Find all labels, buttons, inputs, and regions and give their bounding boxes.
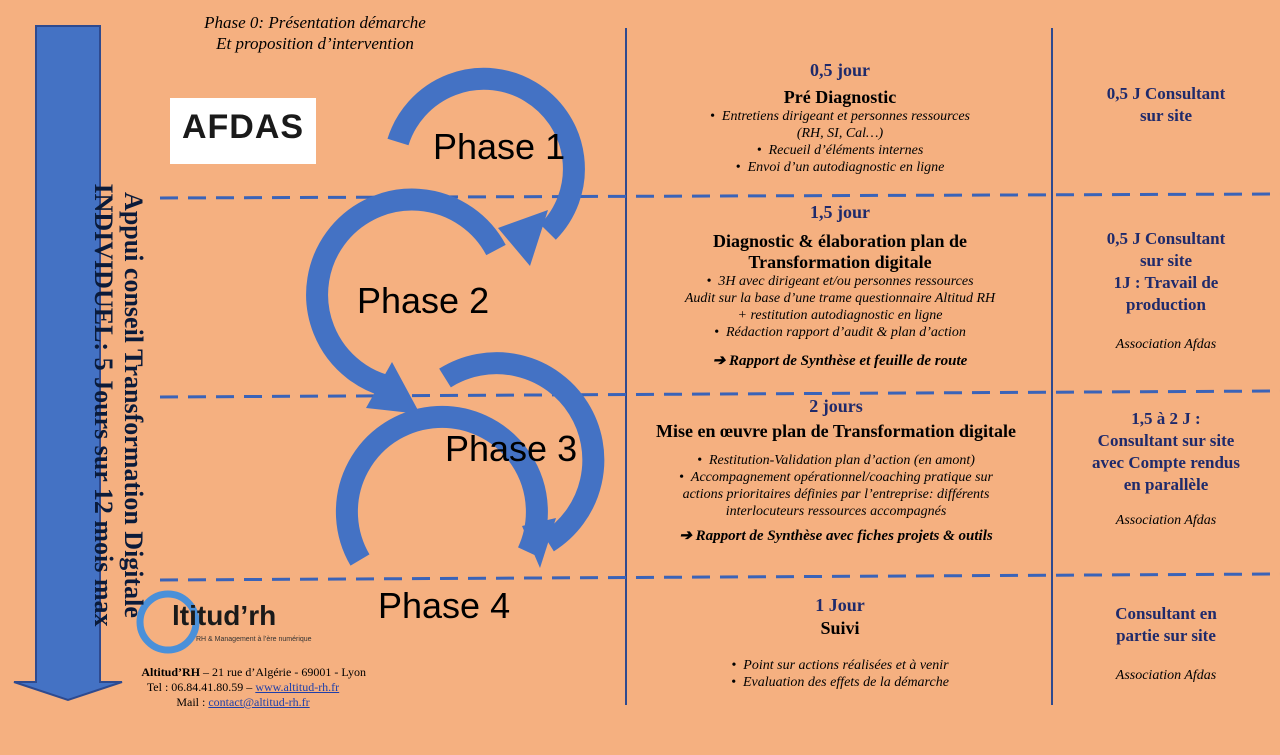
row2-assoc: Association Afdas bbox=[1115, 337, 1217, 352]
flow-arrowheads bbox=[366, 210, 556, 568]
row1-bullet2: • Recueil d’éléments internes bbox=[756, 143, 924, 158]
row3-right-line4: en parallèle bbox=[1123, 475, 1209, 494]
row2-right: 0,5 J Consultant sur site 1J : Travail d… bbox=[1056, 228, 1276, 356]
altitud-logo-text: ltitud’rh bbox=[172, 600, 277, 631]
row3-right-line3: avec Compte rendus bbox=[1092, 453, 1240, 472]
row4-title: Suivi bbox=[820, 618, 860, 638]
row4-right-line2: partie sur site bbox=[1116, 626, 1216, 645]
row2-deliverable: ➔ Rapport de Synthèse et feuille de rout… bbox=[712, 353, 968, 369]
phase-label-4: Phase 4 bbox=[378, 585, 511, 626]
row4-bullet1: • Point sur actions réalisées et à venir bbox=[731, 658, 949, 673]
afdas-logo: AFDAS bbox=[181, 108, 305, 146]
row4-assoc: Association Afdas bbox=[1115, 668, 1217, 683]
row4-center: 1 Jour Suivi • Point sur actions réalisé… bbox=[630, 595, 1050, 691]
row3-bullet1: • Restitution-Validation plan d’action (… bbox=[697, 453, 975, 468]
row3-center: 2 jours Mise en œuvre plan de Transforma… bbox=[626, 396, 1046, 545]
phase-label-2: Phase 2 bbox=[357, 280, 490, 321]
email-link[interactable]: contact@altitud-rh.fr bbox=[208, 695, 310, 709]
row1-duration: 0,5 jour bbox=[810, 60, 870, 80]
row2-bullet2: Audit sur la base d’une trame questionna… bbox=[684, 291, 996, 306]
row1-right-line2: sur site bbox=[1139, 106, 1193, 125]
row1-title: Pré Diagnostic bbox=[783, 87, 897, 107]
row3-right-line1: 1,5 à 2 J : bbox=[1131, 409, 1201, 428]
row2-right-line4: production bbox=[1126, 295, 1206, 314]
row1-right: 0,5 J Consultant sur site bbox=[1056, 83, 1276, 127]
row-separators bbox=[159, 192, 1280, 582]
footer-address-line: Altitud’RH – 21 rue d’Algérie - 69001 - … bbox=[141, 665, 366, 679]
phase0-line2: Et proposition d’intervention bbox=[216, 34, 414, 53]
row3-right-line2: Consultant sur site bbox=[1097, 431, 1235, 450]
side-banner-line2: INDIVIDUEL: 5 Jours sur 12 mois max bbox=[89, 183, 118, 627]
side-banner: Appui conseil Transformation Digitale IN… bbox=[36, 55, 148, 755]
row1-right-line1: 0,5 J Consultant bbox=[1106, 84, 1226, 103]
footer-contact: Altitud’RH – 21 rue d’Algérie - 69001 - … bbox=[60, 665, 366, 710]
website-link[interactable]: www.altitud-rh.fr bbox=[255, 680, 340, 694]
row2-bullet2b: + restitution autodiagnostic en ligne bbox=[737, 308, 943, 323]
row3-duration: 2 jours bbox=[809, 396, 863, 416]
afdas-logo-box bbox=[170, 98, 316, 164]
row2-right-line2: sur site bbox=[1139, 251, 1193, 270]
row3-bullet2: • Accompagnement opérationnel/coaching p… bbox=[678, 470, 993, 485]
row1-center: 0,5 jour Pré Diagnostic • Entretiens dir… bbox=[630, 60, 1050, 176]
altitud-logo-ring bbox=[136, 590, 200, 654]
row2-duration: 1,5 jour bbox=[810, 202, 870, 222]
footer-mail-line: Mail : contact@altitud-rh.fr bbox=[176, 695, 310, 709]
curved-flow bbox=[306, 67, 605, 566]
row3-bullet2c: interlocuteurs ressources accompagnés bbox=[725, 504, 947, 519]
row1-bullet1b: (RH, SI, Cal…) bbox=[796, 126, 884, 141]
row2-right-line1: 0,5 J Consultant bbox=[1106, 229, 1226, 248]
altitud-tagline: RH & Management à l’ère numérique bbox=[196, 636, 312, 643]
row3-assoc: Association Afdas bbox=[1115, 513, 1217, 528]
row2-right-line3: 1J : Travail de bbox=[1113, 273, 1219, 292]
phase-label-1: Phase 1 bbox=[433, 126, 566, 167]
row4-right: Consultant en partie sur site Associatio… bbox=[1056, 603, 1276, 687]
footer-tel-line: Tel : 06.84.41.80.59 – www.altitud-rh.fr bbox=[146, 680, 340, 694]
row2-center: 1,5 jour Diagnostic & élaboration plan d… bbox=[630, 202, 1050, 370]
row3-right: 1,5 à 2 J : Consultant sur site avec Com… bbox=[1056, 408, 1276, 532]
row1-bullet1: • Entretiens dirigeant et personnes ress… bbox=[710, 109, 970, 124]
row2-bullet1: • 3H avec dirigeant et/ou personnes ress… bbox=[706, 274, 974, 289]
row3-title: Mise en œuvre plan de Transformation dig… bbox=[656, 421, 1016, 441]
side-banner-line1: Appui conseil Transformation Digitale bbox=[119, 192, 148, 618]
row4-bullet2: • Evaluation des effets de la démarche bbox=[731, 675, 949, 690]
row2-bullet3: • Rédaction rapport d’audit & plan d’act… bbox=[714, 325, 966, 340]
side-down-arrow bbox=[13, 25, 123, 702]
phase0-line1: Phase 0: Présentation démarche bbox=[204, 13, 426, 32]
row1-bullet3: • Envoi d’un autodiagnostic en ligne bbox=[735, 160, 945, 175]
flow-diagram bbox=[13, 25, 1280, 705]
row4-duration: 1 Jour bbox=[815, 595, 865, 615]
phase0-header: Phase 0: Présentation démarche Et propos… bbox=[150, 12, 480, 54]
row3-deliverable: ➔ Rapport de Synthèse avec fiches projet… bbox=[679, 528, 993, 544]
row3-bullet2b: actions prioritaires définies par l’entr… bbox=[682, 487, 990, 502]
row2-title: Diagnostic & élaboration plan de Transfo… bbox=[712, 231, 967, 272]
phase-label-3: Phase 3 bbox=[445, 428, 578, 469]
row4-right-line1: Consultant en bbox=[1115, 604, 1217, 623]
